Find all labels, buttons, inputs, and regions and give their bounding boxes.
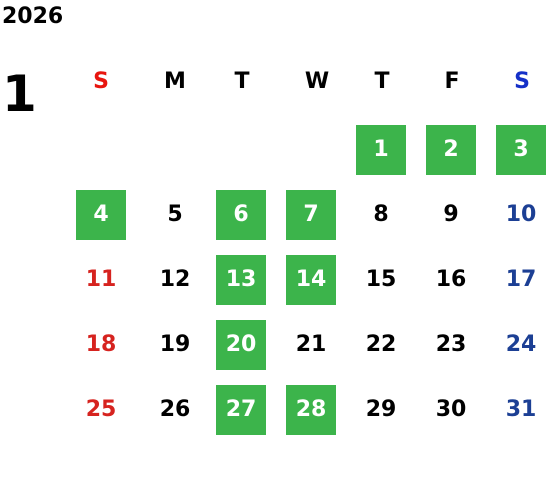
day-cell-highlighted: 28 [286, 385, 336, 435]
day-cell: 30 [435, 397, 467, 422]
day-cell-highlighted: 27 [216, 385, 266, 435]
day-cell: 18 [85, 332, 117, 357]
year-label: 2026 [2, 4, 64, 29]
day-cell: 8 [373, 202, 389, 227]
weekday-header: S M T W T F S [0, 62, 548, 102]
weekday-sunday: S [93, 69, 109, 94]
day-cell-highlighted: 1 [356, 125, 406, 175]
weekday-saturday: S [514, 69, 530, 94]
day-cell: 23 [435, 332, 467, 357]
day-cell: 29 [365, 397, 397, 422]
day-cell: 19 [159, 332, 191, 357]
day-cell-highlighted: 2 [426, 125, 476, 175]
day-cell-highlighted: 14 [286, 255, 336, 305]
day-cell-highlighted: 13 [216, 255, 266, 305]
day-cell: 31 [505, 397, 537, 422]
day-cell: 25 [85, 397, 117, 422]
day-cell: 17 [505, 267, 537, 292]
day-cell-highlighted: 6 [216, 190, 266, 240]
weekday-monday: M [164, 69, 186, 94]
day-cell-highlighted: 4 [76, 190, 126, 240]
day-cell: 24 [505, 332, 537, 357]
day-cell: 12 [159, 267, 191, 292]
day-cell: 5 [167, 202, 183, 227]
day-cell: 16 [435, 267, 467, 292]
weekday-friday: F [444, 69, 460, 94]
day-cell-highlighted: 3 [496, 125, 546, 175]
day-cell: 15 [365, 267, 397, 292]
day-cell: 11 [85, 267, 117, 292]
month-label: 1 [2, 65, 37, 123]
weekday-thursday: T [374, 69, 390, 94]
day-cell: 9 [443, 202, 459, 227]
weekday-tuesday: T [234, 69, 250, 94]
weekday-wednesday: W [304, 69, 330, 94]
day-cell-highlighted: 20 [216, 320, 266, 370]
day-cell-highlighted: 7 [286, 190, 336, 240]
day-cell: 10 [505, 202, 537, 227]
day-cell: 22 [365, 332, 397, 357]
day-cell: 26 [159, 397, 191, 422]
day-cell: 21 [295, 332, 327, 357]
